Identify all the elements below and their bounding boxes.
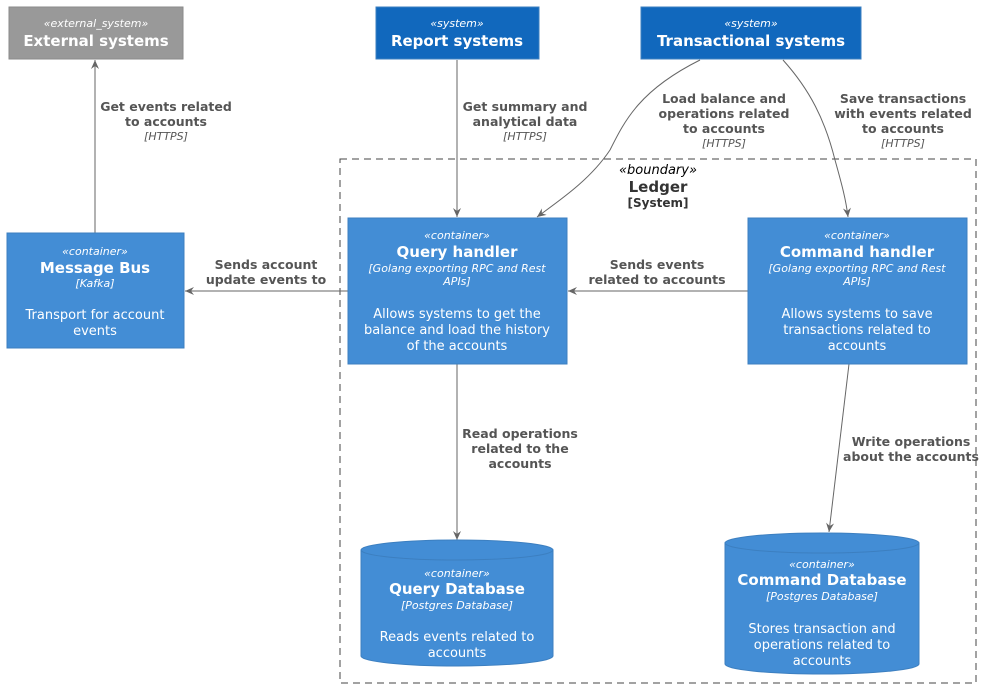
database-cylinder-top [724,532,920,554]
command-database-node[interactable]: «container» Command Database [Postgres D… [724,532,920,675]
edge-label-line: Get events related [100,99,232,114]
node-desc: accounts [428,646,487,661]
node-box [640,6,862,60]
edge-trans-to-query [536,59,701,218]
edge-label-line: Sends events [610,257,705,272]
message-bus-node[interactable]: «container» Message Bus [Kafka] Transpor… [6,232,185,349]
edge-label-line: update events to [206,272,327,287]
node-desc: transactions related to [783,323,931,338]
node-desc: Reads events related to [380,630,535,645]
node-desc: events [73,324,117,339]
boundary-title: Ledger [629,178,688,196]
database-cylinder-top [360,539,554,561]
edge-label-line: to accounts [125,114,207,129]
edge-label-bus-to-external: Get events related to accounts [HTTPS] [100,99,232,143]
node-stereotype: «container» [424,567,490,580]
database-cylinder-body [724,543,920,675]
boundary-type: [System] [628,196,689,210]
report-systems-node[interactable]: «system» Report systems [375,6,540,60]
node-desc: Stores transaction and [748,622,895,637]
node-title: Query handler [397,243,519,261]
node-desc: of the accounts [407,339,508,354]
edge-label-tech: [HTTPS] [881,137,925,150]
database-cylinder-body [360,550,554,667]
edge-label-line: about the accounts [843,449,979,464]
edge-command-to-cdb [826,363,850,533]
edge-label-command-to-query: Sends events related to accounts [588,257,725,287]
edge-label-query-to-bus: Sends account update events to [206,257,327,287]
edge-label-line: Read operations [462,426,578,441]
edge-label-line: related to the [471,441,568,456]
edge-label-line: operations related [659,106,790,121]
transactional-systems-node[interactable]: «system» Transactional systems [640,6,862,60]
edge-label-line: analytical data [473,114,578,129]
edge-label-line: to accounts [683,121,765,136]
query-database-node[interactable]: «container» Query Database [Postgres Dat… [360,539,554,667]
node-title: External systems [23,32,168,50]
query-handler-node[interactable]: «container» Query handler [Golang export… [347,217,568,365]
edge-label-line: Get summary and [463,99,588,114]
node-desc: balance and load the history [364,323,550,338]
node-stereotype: «container» [62,245,128,258]
node-desc: accounts [793,654,852,669]
node-title: Report systems [391,32,523,50]
node-desc: operations related to [754,638,891,653]
node-title: Query Database [389,580,525,598]
edge-label-trans-to-command: Save transactions with events related to… [834,91,972,150]
node-stereotype: «system» [724,17,778,30]
edge-label-line: Sends account [215,257,318,272]
node-stereotype: «container» [424,229,490,242]
edge-label-query-to-qdb: Read operations related to the accounts [462,426,578,471]
node-tech: [Kafka] [75,277,114,290]
edge-label-line: with events related [834,106,972,121]
edge-label-command-to-cdb: Write operations about the accounts [843,434,979,464]
node-box [6,232,185,349]
node-tech: [Golang exporting RPC and Rest [768,262,946,275]
node-tech: APIs] [842,275,870,288]
node-desc: Transport for account [25,308,165,323]
node-stereotype: «external_system» [44,17,149,30]
edge-label-line: Write operations [852,434,971,449]
node-box [347,217,568,365]
node-title: Command handler [780,243,935,261]
node-box [747,217,968,365]
node-tech: APIs] [442,275,470,288]
edge-label-line: to accounts [862,121,944,136]
edge-label-line: Save transactions [840,91,966,106]
node-title: Transactional systems [657,32,845,50]
node-desc: accounts [828,339,887,354]
edge-label-tech: [HTTPS] [144,130,188,143]
node-desc: Allows systems to save [781,307,932,322]
ledger-boundary: «boundary» Ledger [System] [339,158,977,684]
node-title: Message Bus [40,259,150,277]
edge-label-tech: [HTTPS] [503,130,547,143]
edge-label-report-to-query: Get summary and analytical data [HTTPS] [463,99,588,143]
node-stereotype: «system» [430,17,484,30]
boundary-stereotype: «boundary» [619,163,697,178]
edge-label-tech: [HTTPS] [702,137,746,150]
node-tech: [Golang exporting RPC and Rest [368,262,546,275]
edge-label-line: Load balance and [662,91,786,106]
edge-label-line: accounts [488,456,551,471]
node-stereotype: «container» [789,558,855,571]
node-tech: [Postgres Database] [766,590,878,603]
command-handler-node[interactable]: «container» Command handler [Golang expo… [747,217,968,365]
node-title: Command Database [737,571,906,589]
node-desc: Allows systems to get the [373,307,541,322]
edges [91,59,851,540]
node-tech: [Postgres Database] [401,599,513,612]
external-systems-node[interactable]: «external_system» External systems [8,6,184,60]
edge-label-line: related to accounts [588,272,725,287]
node-stereotype: «container» [824,229,890,242]
edge-label-trans-to-query: Load balance and operations related to a… [659,91,790,150]
node-box [8,6,184,60]
edge-trans-to-command [782,59,851,218]
node-box [375,6,540,60]
boundary-frame [339,158,977,684]
